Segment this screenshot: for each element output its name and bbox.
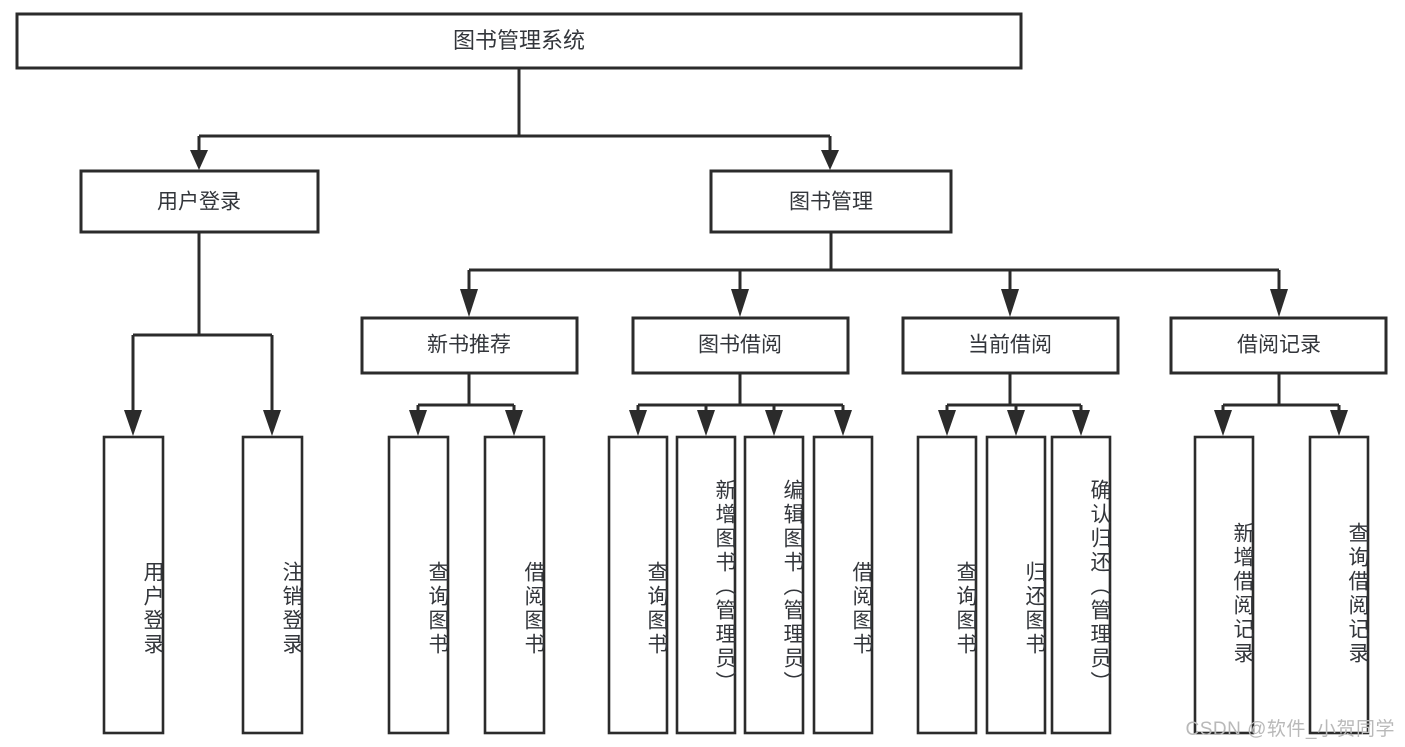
- borrow-record-label: 借阅记录: [1237, 334, 1321, 357]
- current-borrow-label: 当前借阅: [968, 334, 1052, 357]
- leaf-box-bb-edit-book[interactable]: [743, 435, 805, 735]
- leaf-box-user-login[interactable]: [102, 435, 165, 735]
- leaf-box-cb-confirm-return[interactable]: [1050, 435, 1112, 735]
- node-user-login[interactable]: 用户登录: [79, 169, 320, 234]
- leaf-box-bb-borrow-book[interactable]: [812, 435, 874, 735]
- arrowhead-record: [1270, 289, 1288, 317]
- arrowhead-borrow: [731, 289, 749, 317]
- arrowhead-nb1: [409, 410, 427, 436]
- book-management-box[interactable]: [709, 169, 953, 234]
- watermark-csdn: CSDN @软件_小贺同学: [1185, 719, 1395, 740]
- arrowhead-bb3: [765, 410, 783, 436]
- arrowhead-bookmgmt: [821, 150, 839, 170]
- leaf-box-rc-query-record[interactable]: [1308, 435, 1370, 735]
- leaf-box-cb-return-book[interactable]: [985, 435, 1047, 735]
- leaf-box-nb-query-book[interactable]: [387, 435, 450, 735]
- arrowhead-current: [1001, 289, 1019, 317]
- arrowhead-bb4: [834, 410, 852, 436]
- book-borrow-box[interactable]: [631, 316, 850, 375]
- leaf-box-bb-add-book[interactable]: [675, 435, 737, 735]
- borrow-record-box[interactable]: [1169, 316, 1388, 375]
- user-login-label: 用户登录: [157, 191, 241, 214]
- arrowhead-logout-leaf: [263, 410, 281, 436]
- leaf-box-bb-query-book[interactable]: [607, 435, 669, 735]
- arrowhead-cb1: [938, 410, 956, 436]
- leaf-box-nb-borrow-book[interactable]: [483, 435, 546, 735]
- leaf-box-rc-add-record[interactable]: [1193, 435, 1255, 735]
- current-borrow-box[interactable]: [901, 316, 1120, 375]
- node-root[interactable]: 图书管理系统: [15, 12, 1023, 70]
- node-current-borrow[interactable]: 当前借阅: [901, 316, 1120, 375]
- node-new-book-recommend[interactable]: 新书推荐: [360, 316, 579, 375]
- arrowhead-cb3: [1072, 410, 1090, 436]
- node-book-borrow[interactable]: 图书借阅: [631, 316, 850, 375]
- arrowhead-user-login-leaf: [124, 410, 142, 436]
- root-box[interactable]: [15, 12, 1023, 70]
- node-borrow-record[interactable]: 借阅记录: [1169, 316, 1388, 375]
- book-management-label: 图书管理: [789, 191, 873, 214]
- arrowhead-newbook: [460, 289, 478, 317]
- arrowhead-bb1: [629, 410, 647, 436]
- leaf-box-cb-query-book[interactable]: [916, 435, 978, 735]
- leaf-box-logout[interactable]: [241, 435, 304, 735]
- root-label: 图书管理系统: [453, 28, 585, 53]
- arrowhead-rc2: [1330, 410, 1348, 436]
- arrowhead-login: [190, 150, 208, 170]
- node-book-management[interactable]: 图书管理: [709, 169, 953, 234]
- book-borrow-label: 图书借阅: [698, 334, 782, 357]
- arrowhead-bb2: [697, 410, 715, 436]
- arrowhead-nb2: [505, 410, 523, 436]
- new-book-recommend-box[interactable]: [360, 316, 579, 375]
- new-book-recommend-label: 新书推荐: [427, 334, 511, 357]
- arrowhead-rc1: [1214, 410, 1232, 436]
- arrowhead-cb2: [1007, 410, 1025, 436]
